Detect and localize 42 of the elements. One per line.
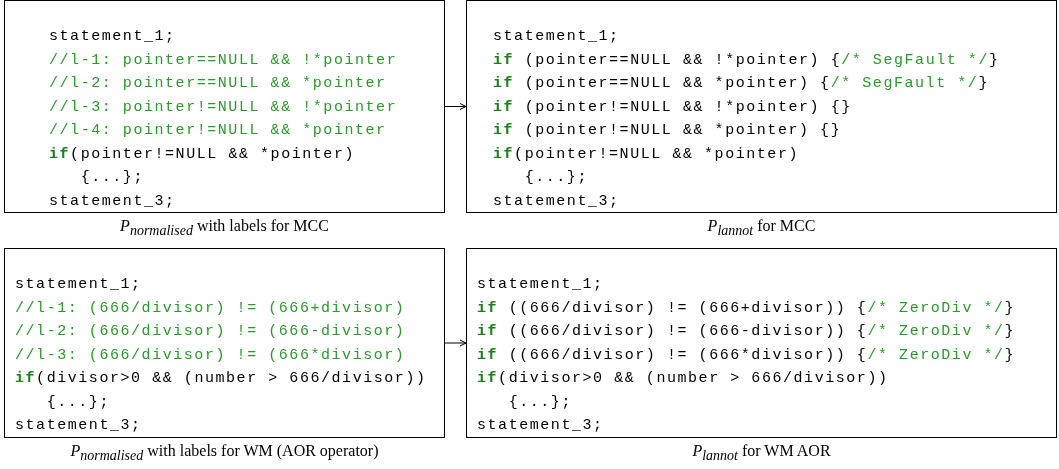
arrow — [444, 103, 467, 110]
node-label: P$_{lannot}$ for WM AOR — [692, 441, 831, 461]
code-text: if (pointer==NULL && !*pointer) { — [493, 50, 842, 71]
code-text: statement_3; — [493, 191, 620, 212]
code-text: if ((666/divisor) != (666-divisor)) {/* ZeroDiv */} — [477, 322, 1016, 342]
code-text: statement_3; — [15, 416, 142, 436]
code-box — [466, 248, 1057, 438]
code-text: statement_3; — [477, 416, 604, 436]
code-text: //l-3: (666/divisor) != (666*divisor) — [15, 345, 406, 366]
code-text: //l-2: pointer==NULL && *pointer — [49, 74, 387, 94]
code-text: if ((666/divisor) != (666+divisor)) {/* ZeroDiv */} — [477, 298, 1016, 319]
code-text: statement_1; — [15, 275, 142, 295]
code-text: //l-2: (666/divisor) != (666-divisor) — [15, 322, 406, 342]
code-text: if ((666/divisor) != (666*divisor)) {/* ZeroDiv */} — [477, 345, 1016, 366]
code-box — [4, 0, 445, 213]
arrow — [444, 339, 467, 347]
code-text: if (pointer!=NULL && *pointer) {} — [493, 121, 842, 141]
code-text: statement_1; — [49, 27, 176, 47]
code-text: if (pointer==NULL && *pointer) { — [493, 74, 831, 94]
code-text: statement_1; — [477, 275, 604, 295]
code-text: /* SegFault */} — [830, 74, 989, 94]
node-label: P$_{normalised}$ with labels for MCC — [120, 216, 329, 236]
code-box — [466, 0, 1057, 213]
node-label: P$_{normalised}$ with labels for WM (AOR operator) — [70, 441, 379, 461]
code-text: if(divisor>0 && (number > 666/divisor)) — [15, 369, 427, 389]
code-text: {...}; — [523, 168, 588, 188]
code-text: //l-1: pointer==NULL && !*pointer — [49, 50, 398, 71]
code-box — [4, 248, 445, 438]
code-text: //l-1: (666/divisor) != (666+divisor) — [15, 298, 406, 319]
code-text: //l-3: pointer!=NULL && !*pointer — [49, 97, 398, 118]
code-text: {...}; — [79, 168, 144, 188]
code-text: if (pointer!=NULL && !*pointer) {} — [493, 97, 852, 118]
node-label: P$_{lannot}$ for MCC — [707, 216, 816, 236]
code-text: if(divisor>0 && (number > 666/divisor)) — [477, 369, 889, 389]
code-text: /* SegFault */} — [841, 50, 1000, 71]
code-text: //l-4: pointer!=NULL && *pointer — [49, 121, 387, 141]
code-text: statement_1; — [493, 27, 620, 47]
code-text: statement_3; — [49, 191, 176, 212]
code-text: if(pointer!=NULL && *pointer) — [49, 144, 355, 165]
code-text: {...}; — [45, 392, 110, 413]
code-text: {...}; — [507, 392, 572, 413]
code-text: if(pointer!=NULL && *pointer) — [493, 144, 799, 165]
